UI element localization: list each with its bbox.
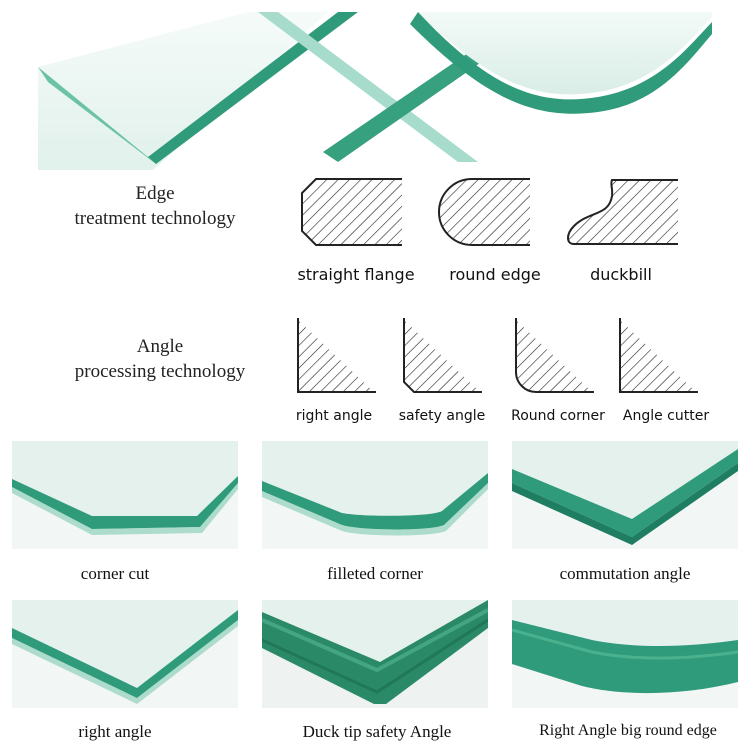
corner-cut-label: corner cut xyxy=(80,564,150,583)
commutation-angle-label: commutation angle xyxy=(559,564,691,583)
right-angle-photo-label: right angle xyxy=(78,722,152,741)
edge-section-heading: Edge treatment technology xyxy=(40,181,270,231)
right-angle-photo xyxy=(12,600,238,708)
right-angle-profile-icon xyxy=(294,316,378,396)
right-angle-big-round-edge-label: Right Angle big round edge xyxy=(539,722,717,739)
angle-heading-line1: Angle xyxy=(136,336,184,357)
commutation-angle-photo xyxy=(512,441,738,549)
filleted-corner-photo xyxy=(262,441,488,549)
hero-glass-photo xyxy=(38,12,712,170)
duck-tip-safety-angle-label: Duck tip safety Angle xyxy=(302,722,452,741)
corner-cut-photo xyxy=(12,441,238,549)
round-edge-profile-icon xyxy=(436,176,534,248)
straight-flange-profile-icon xyxy=(296,176,406,248)
straight-flange-label: straight flange xyxy=(297,265,415,284)
angle-heading-line2: processing technology xyxy=(74,361,246,382)
round-corner-profile-icon xyxy=(512,316,596,396)
angle-section-heading: Angle processing technology xyxy=(40,334,280,384)
right-angle-big-round-edge-photo xyxy=(512,600,738,708)
edge-heading-line2: treatment technology xyxy=(74,208,236,229)
round-corner-label: Round corner xyxy=(511,408,605,424)
filleted-corner-label: filleted corner xyxy=(327,564,423,583)
safety-angle-profile-icon xyxy=(400,316,484,396)
edge-heading-line1: Edge xyxy=(135,183,175,204)
duckbill-label: duckbill xyxy=(590,265,652,284)
safety-angle-label: safety angle xyxy=(398,408,486,424)
angle-cutter-profile-icon xyxy=(616,316,700,396)
angle-cutter-label: Angle cutter xyxy=(622,408,710,424)
round-edge-label: round edge xyxy=(449,265,541,284)
duckbill-profile-icon xyxy=(564,176,682,248)
right-angle-label: right angle xyxy=(295,408,373,424)
duck-tip-safety-angle-photo xyxy=(262,600,488,708)
